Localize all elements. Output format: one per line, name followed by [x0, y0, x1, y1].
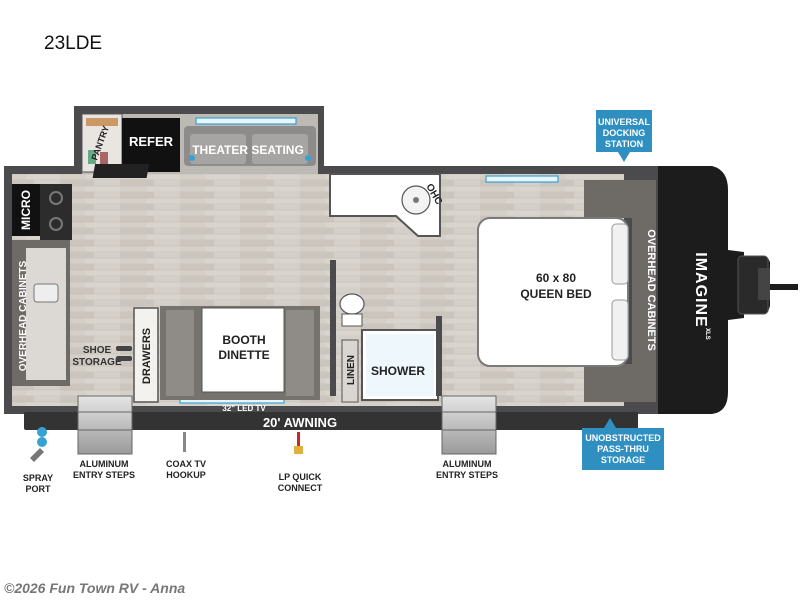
- bottom-labels: SPRAY PORT ALUMINUM ENTRY STEPS COAX TV …: [23, 459, 498, 494]
- spray-label-1: SPRAY: [23, 473, 53, 483]
- pantry: PANTRY: [81, 113, 123, 173]
- lp-connect-icon: [294, 432, 303, 454]
- steps-right-label-1: ALUMINUM: [443, 459, 492, 469]
- shower-label: SHOWER: [371, 364, 425, 378]
- overhead-cabinets-right-label: OVERHEAD CABINETS: [645, 229, 657, 351]
- pass-thru-storage-callout: UNOBSTRUCTED PASS-THRU STORAGE: [582, 418, 664, 470]
- brand-logo: IMAGINE XLS: [692, 252, 710, 339]
- booth-dinette: BOOTH DINETTE 32" LED TV: [160, 306, 320, 413]
- awning-label: 20' AWNING: [263, 415, 337, 430]
- model-title: 23LDE: [44, 33, 103, 54]
- coax-label-2: HOOKUP: [166, 470, 206, 480]
- refer-label: REFER: [129, 134, 174, 149]
- storage-label-1: UNOBSTRUCTED: [585, 433, 661, 443]
- coax-icon: [183, 432, 186, 452]
- lp-label-2: CONNECT: [278, 483, 323, 493]
- booth-label-line2: DINETTE: [218, 348, 269, 362]
- bathroom: OHC LINEN SHOWER: [329, 173, 444, 403]
- drawers: DRAWERS: [133, 307, 159, 403]
- entry-steps-left: [77, 395, 133, 455]
- bed-size-label: 60 x 80: [536, 271, 576, 285]
- bedroom: 60 x 80 QUEEN BED OVERHEAD CABINETS: [477, 180, 657, 402]
- overhead-cabinets-left-label: OVERHEAD CABINETS: [18, 260, 29, 371]
- storage-label-3: STORAGE: [601, 455, 645, 465]
- spray-port-icon: [30, 427, 47, 462]
- shoe-storage: SHOE STORAGE: [72, 345, 132, 368]
- docking-label-1: UNIVERSAL: [598, 117, 651, 127]
- brand-sub-text: XLS: [704, 328, 710, 340]
- docking-label-3: STATION: [605, 139, 643, 149]
- kitchen: MICRO OVERHEAD CABINETS: [12, 184, 72, 386]
- storage-label-2: PASS-THRU: [597, 444, 649, 454]
- entry-steps-right: [441, 395, 497, 455]
- steps-left-label-1: ALUMINUM: [80, 459, 129, 469]
- shoe-storage-line1: SHOE: [83, 345, 112, 356]
- booth-label-line1: BOOTH: [222, 333, 265, 347]
- lp-label-1: LP QUICK: [279, 472, 322, 482]
- copyright-text: ©2026 Fun Town RV - Anna: [4, 580, 186, 596]
- linen-label: LINEN: [346, 355, 357, 385]
- micro-label: MICRO: [19, 190, 33, 230]
- docking-station-callout: UNIVERSAL DOCKING STATION: [596, 110, 652, 162]
- bed-name-label: QUEEN BED: [520, 287, 592, 301]
- front-cap: [658, 166, 798, 414]
- shoe-storage-line2: STORAGE: [72, 357, 122, 368]
- drawers-label: DRAWERS: [141, 328, 153, 384]
- steps-right-label-2: ENTRY STEPS: [436, 470, 498, 480]
- led-tv-label: 32" LED TV: [222, 404, 266, 413]
- theater-seating: THEATER SEATING: [184, 126, 316, 166]
- brand-text: IMAGINE: [692, 252, 709, 327]
- refrigerator: REFER: [92, 118, 180, 178]
- coax-label-1: COAX TV: [166, 459, 206, 469]
- spray-label-2: PORT: [25, 484, 51, 494]
- steps-left-label-2: ENTRY STEPS: [73, 470, 135, 480]
- theater-seating-label: THEATER SEATING: [192, 143, 304, 157]
- docking-label-2: DOCKING: [603, 128, 646, 138]
